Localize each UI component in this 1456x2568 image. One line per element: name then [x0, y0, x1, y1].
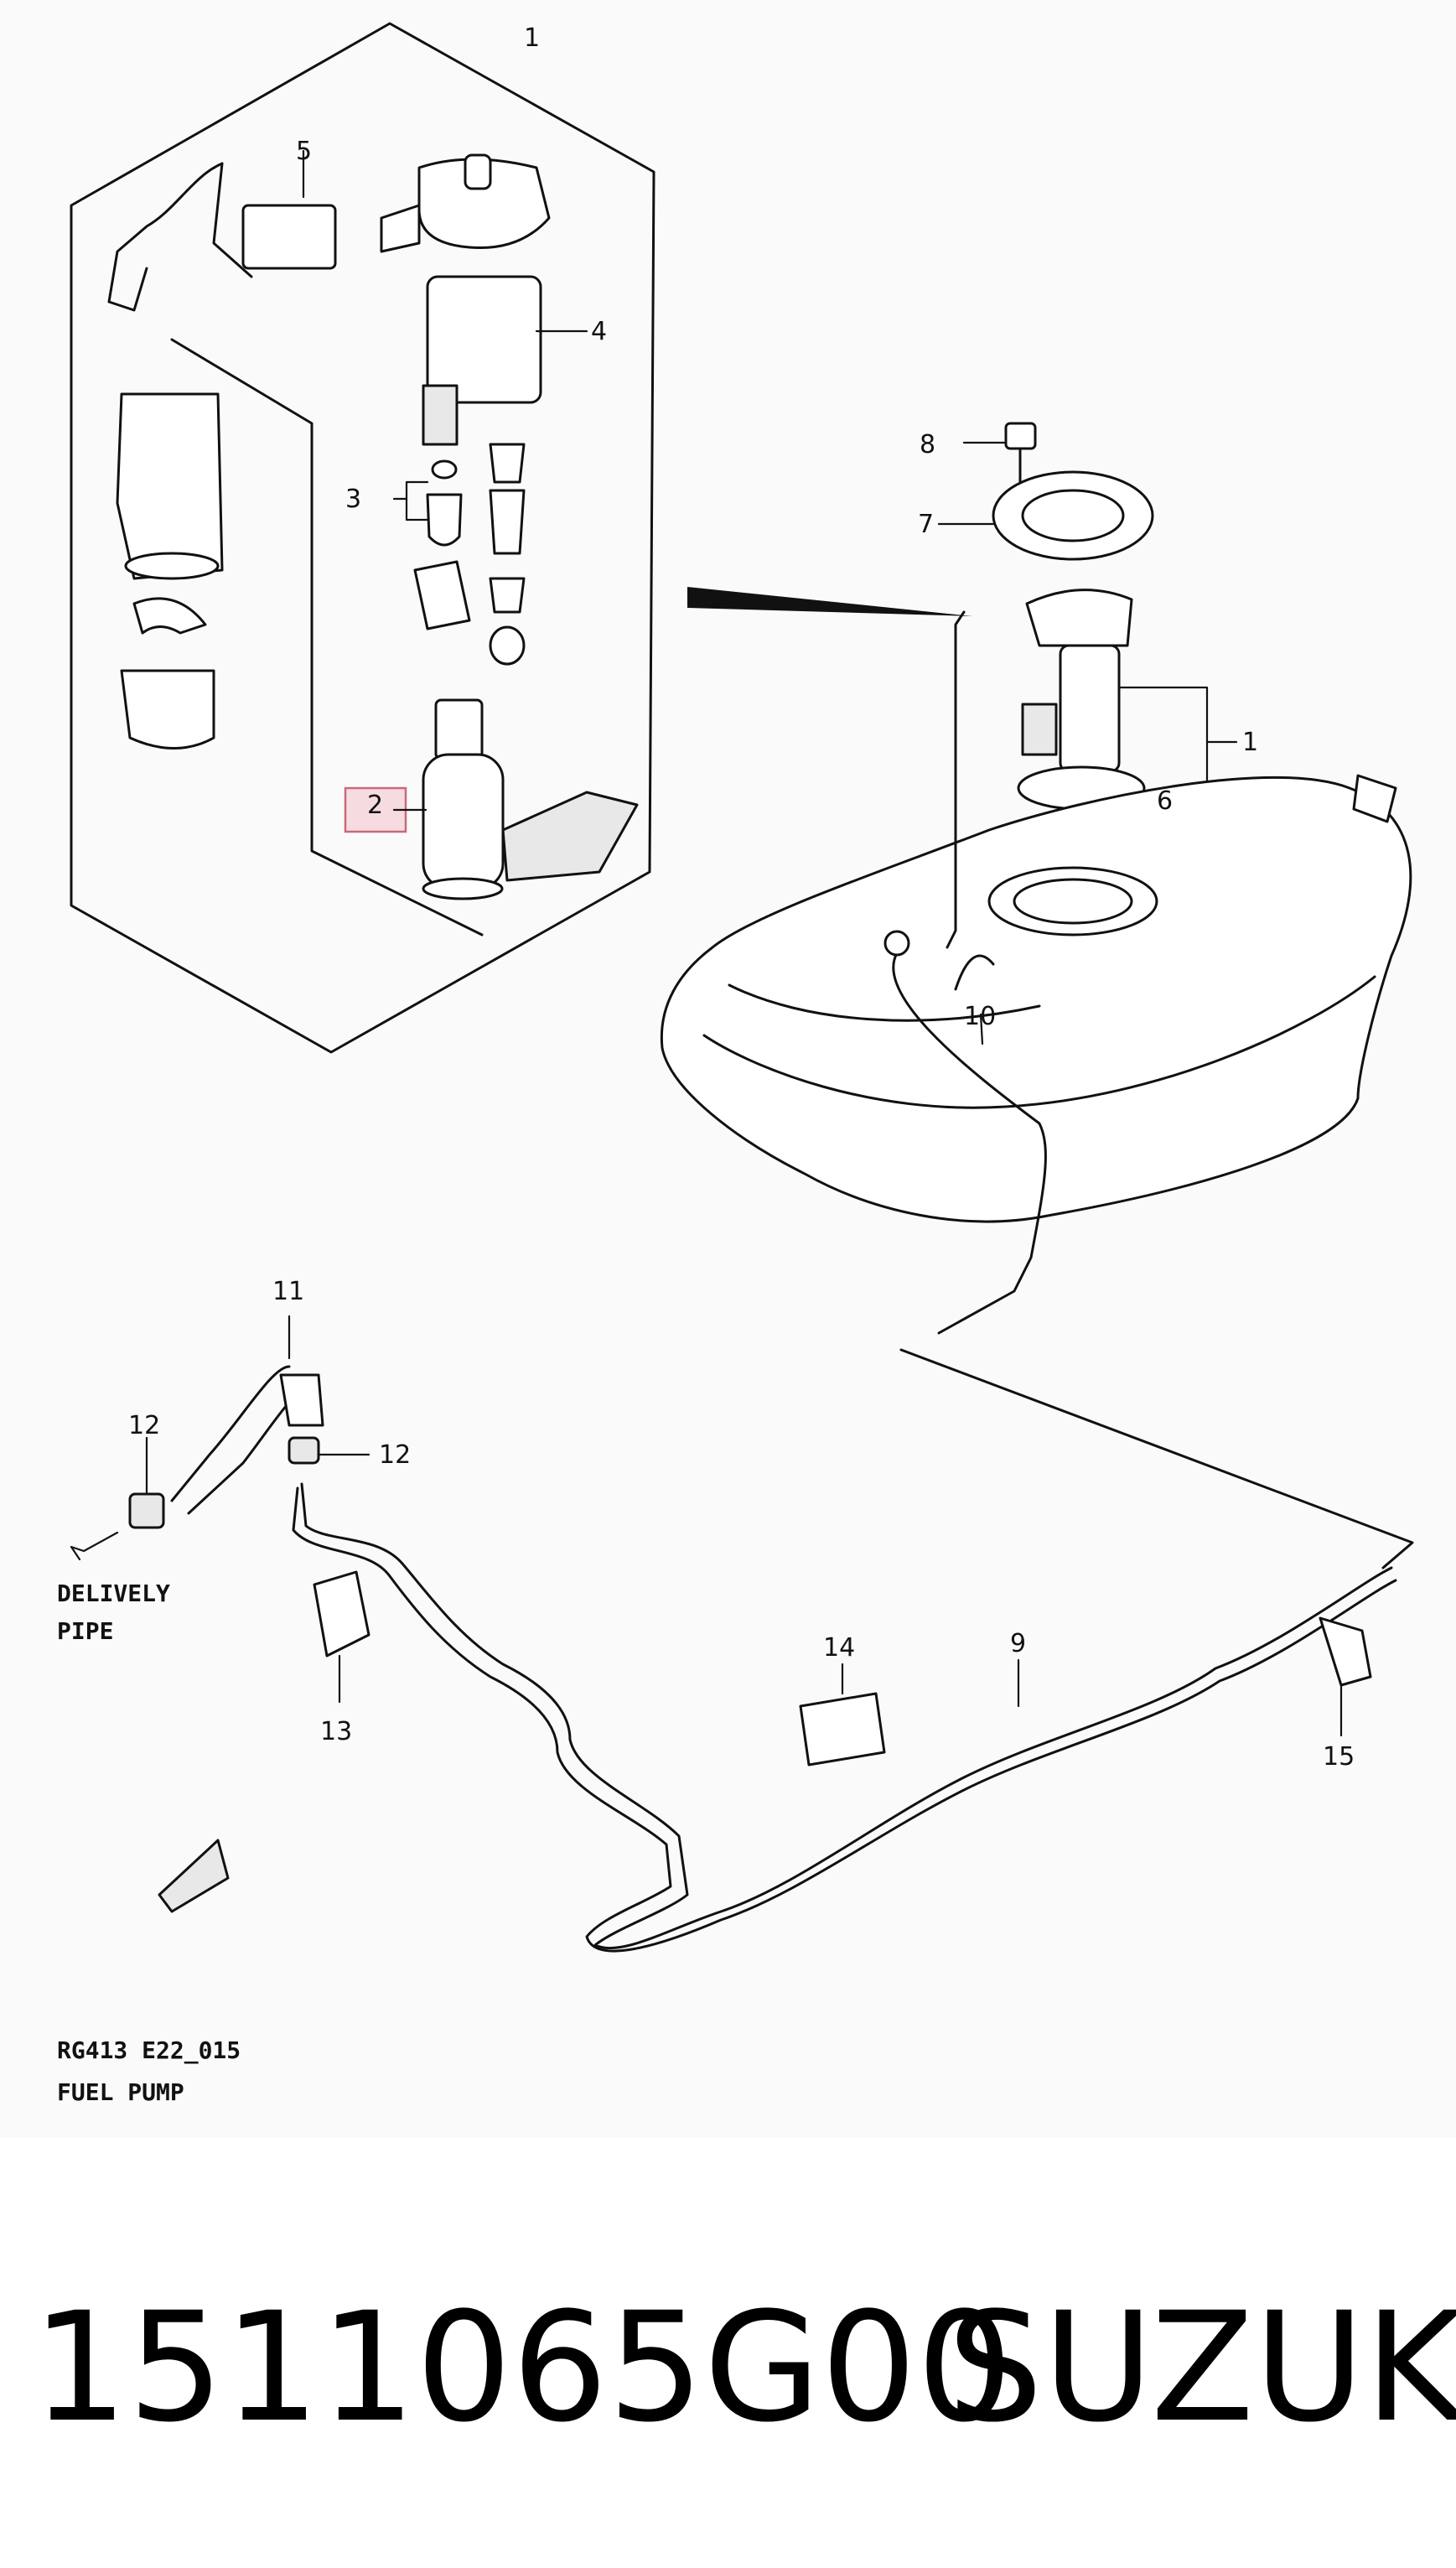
callout-1: 1: [524, 23, 540, 53]
left-bracket-parts: [116, 392, 224, 750]
parts-diagram: 1 2 3 4 5 6 7 8 1 10 11 12 12 13 14 9 15…: [57, 22, 1414, 2106]
diagram-code: RG413 E22_015: [57, 2036, 241, 2064]
clamp-right-12: [288, 1436, 320, 1465]
pipe-clamp-14: [799, 1692, 886, 1766]
pump-housing-part: [380, 153, 588, 446]
pump-assembly-frame: [70, 22, 655, 1054]
return-line: [946, 610, 966, 949]
bolt-part: [1004, 422, 1037, 484]
fuel-pipe-9: [300, 1482, 1393, 1950]
caption-bar: 1511065G00 SUZUKI: [0, 2264, 1456, 2473]
ring-part: [992, 470, 1154, 561]
callout-14: 14: [823, 1633, 855, 1663]
pipe-clamp-13: [313, 1570, 370, 1658]
filter-components: [392, 443, 526, 666]
delivery-pipe-label-1: DELIVELY: [57, 1580, 170, 1607]
hose-outer-11: [170, 1365, 291, 1502]
diagram-title: FUEL PUMP: [57, 2078, 184, 2106]
callout-8: 8: [920, 430, 935, 459]
callout-9: 9: [1010, 1629, 1026, 1658]
fuel-pump-part: [422, 698, 639, 900]
callout-2: 2: [367, 791, 383, 820]
pump-clip-part: [413, 560, 471, 630]
delivery-pipe-label-2: PIPE: [57, 1617, 113, 1645]
callout-7: 7: [918, 510, 934, 539]
callout-1b: 1: [1242, 728, 1258, 757]
clamp-left-12: [128, 1492, 165, 1529]
front-direction-arrow: [158, 1839, 230, 1913]
callout-5: 5: [296, 137, 312, 166]
pipe-section-frame: [899, 1348, 1414, 1569]
connector-part: [107, 149, 337, 312]
pipe-fitting-10: [883, 930, 910, 957]
callout-3: 3: [345, 485, 361, 514]
callout-10: 10: [964, 1002, 996, 1031]
callout-4: 4: [591, 317, 607, 346]
callout-6: 6: [1157, 786, 1173, 816]
fuel-pipe-9-inner: [292, 1486, 1397, 1953]
callout-13: 13: [320, 1717, 352, 1746]
brand-name: SUZUKI: [947, 2280, 1456, 2456]
inner-frame-line: [170, 338, 484, 936]
assembly-arrow: [687, 587, 972, 616]
callout-12-right: 12: [379, 1440, 411, 1470]
hose-elbow-11: [279, 1373, 324, 1427]
callout-12-left: 12: [128, 1411, 160, 1440]
pipe-clamp-15: [1319, 1616, 1372, 1687]
part-number: 1511065G00: [32, 2280, 1013, 2456]
callout-11: 11: [272, 1277, 304, 1306]
fuel-pipe-10: [892, 946, 1047, 1335]
fuel-tank: [660, 774, 1412, 1223]
callout-15: 15: [1323, 1742, 1355, 1772]
